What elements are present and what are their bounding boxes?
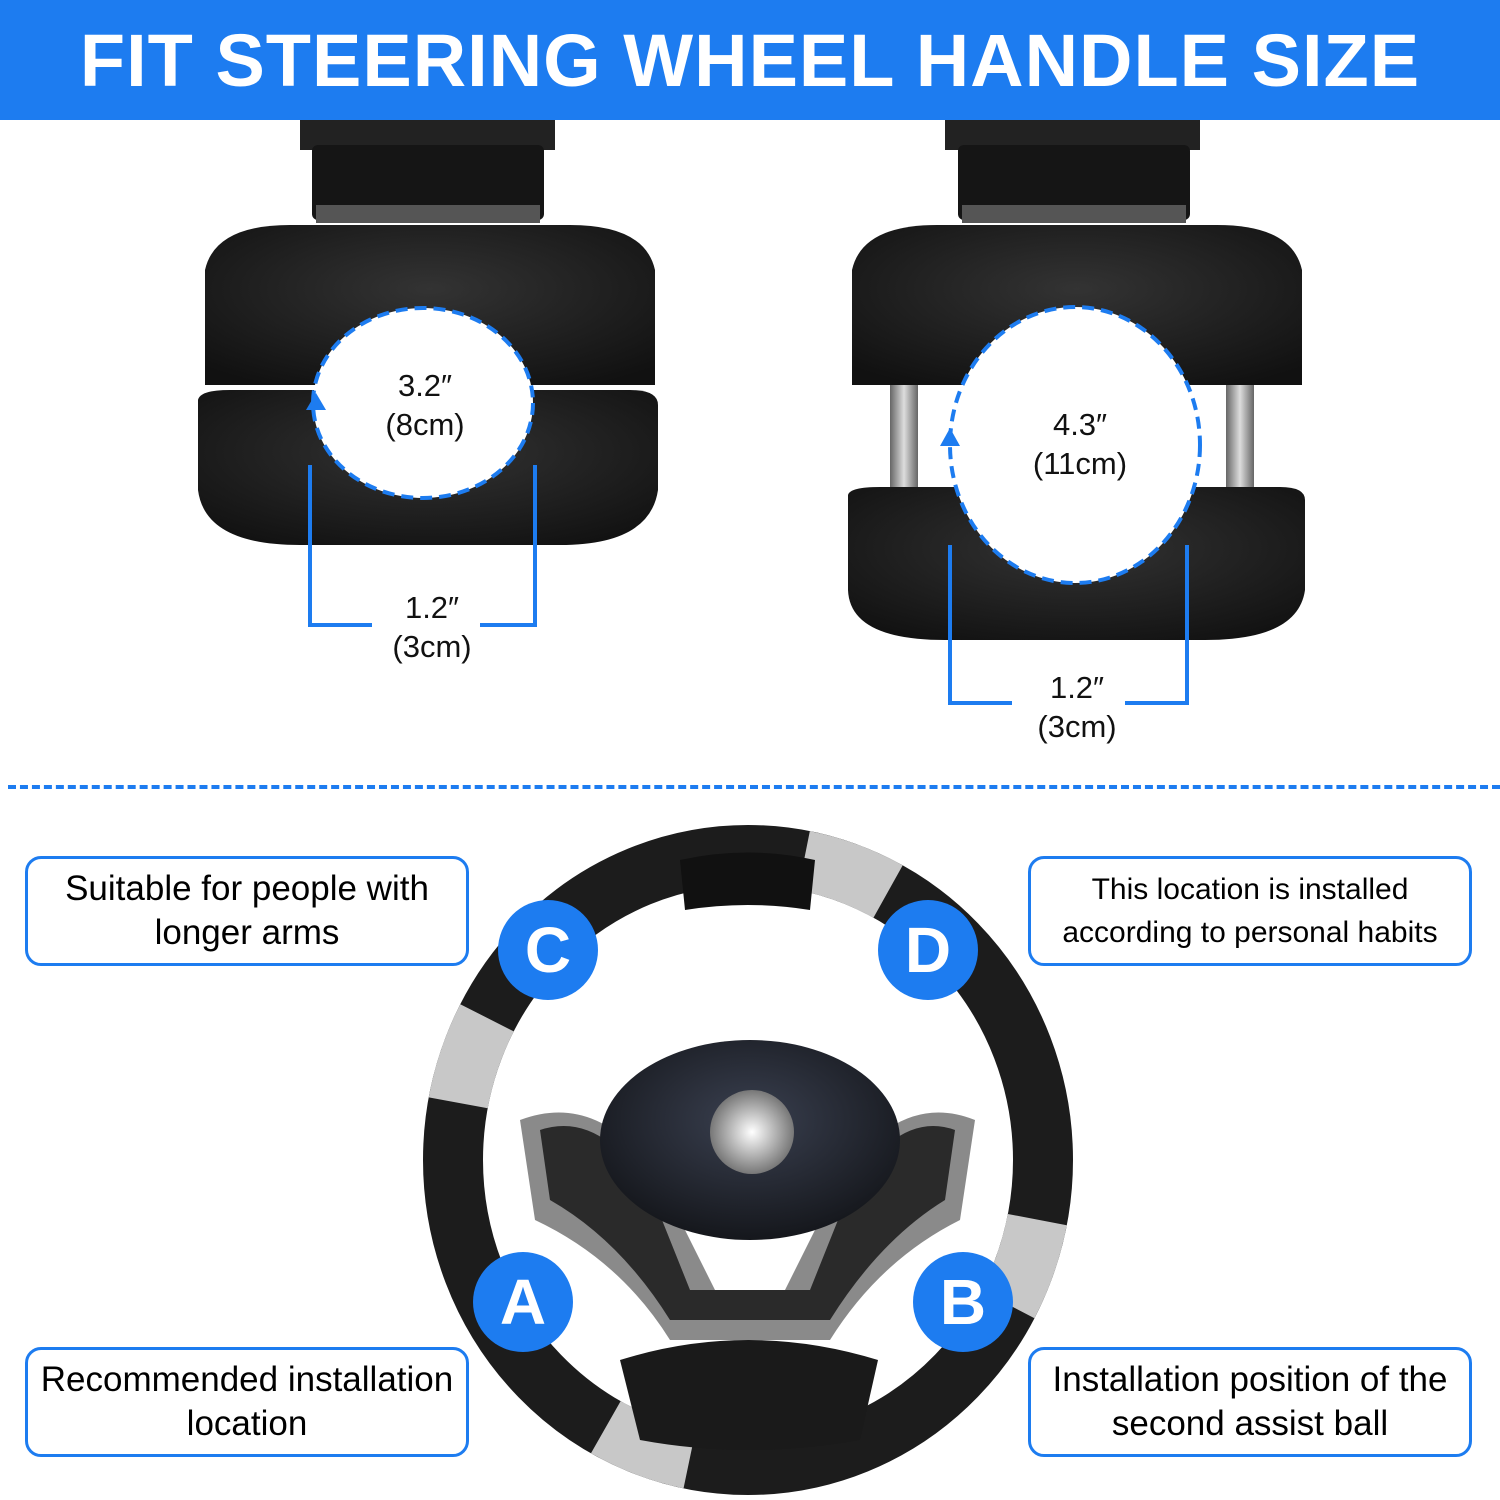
small-clamp-diameter: 3.2″ (8cm) — [350, 366, 500, 444]
badge-a: A — [473, 1252, 573, 1352]
clamp-large — [848, 120, 1305, 705]
badge-b: B — [913, 1252, 1013, 1352]
large-diameter-cm: (11cm) — [1032, 446, 1128, 481]
badge-d: D — [878, 900, 978, 1000]
section-divider — [8, 785, 1500, 789]
small-width-inches: 1.2″ — [404, 590, 460, 625]
position-d-description: This location is installed according to … — [1028, 856, 1472, 966]
page-title: FIT STEERING WHEEL HANDLE SIZE — [0, 0, 1500, 120]
position-b-description: Installation position of the second assi… — [1028, 1347, 1472, 1457]
steering-wheel — [423, 825, 1073, 1495]
large-diameter-inches: 4.3″ — [1052, 407, 1108, 442]
badge-c: C — [498, 900, 598, 1000]
position-c-description: Suitable for people with longer arms — [25, 856, 469, 966]
large-width-cm: (3cm) — [1037, 709, 1117, 744]
small-clamp-width: 1.2″ (3cm) — [357, 588, 507, 666]
position-a-description: Recommended installation location — [25, 1347, 469, 1457]
clamp-small — [198, 120, 658, 627]
small-diameter-inches: 3.2″ — [397, 368, 453, 403]
large-width-inches: 1.2″ — [1049, 670, 1105, 705]
large-clamp-width: 1.2″ (3cm) — [1002, 668, 1152, 746]
large-clamp-diameter: 4.3″ (11cm) — [1000, 405, 1160, 483]
small-width-cm: (3cm) — [392, 629, 472, 664]
small-diameter-cm: (8cm) — [385, 407, 465, 442]
